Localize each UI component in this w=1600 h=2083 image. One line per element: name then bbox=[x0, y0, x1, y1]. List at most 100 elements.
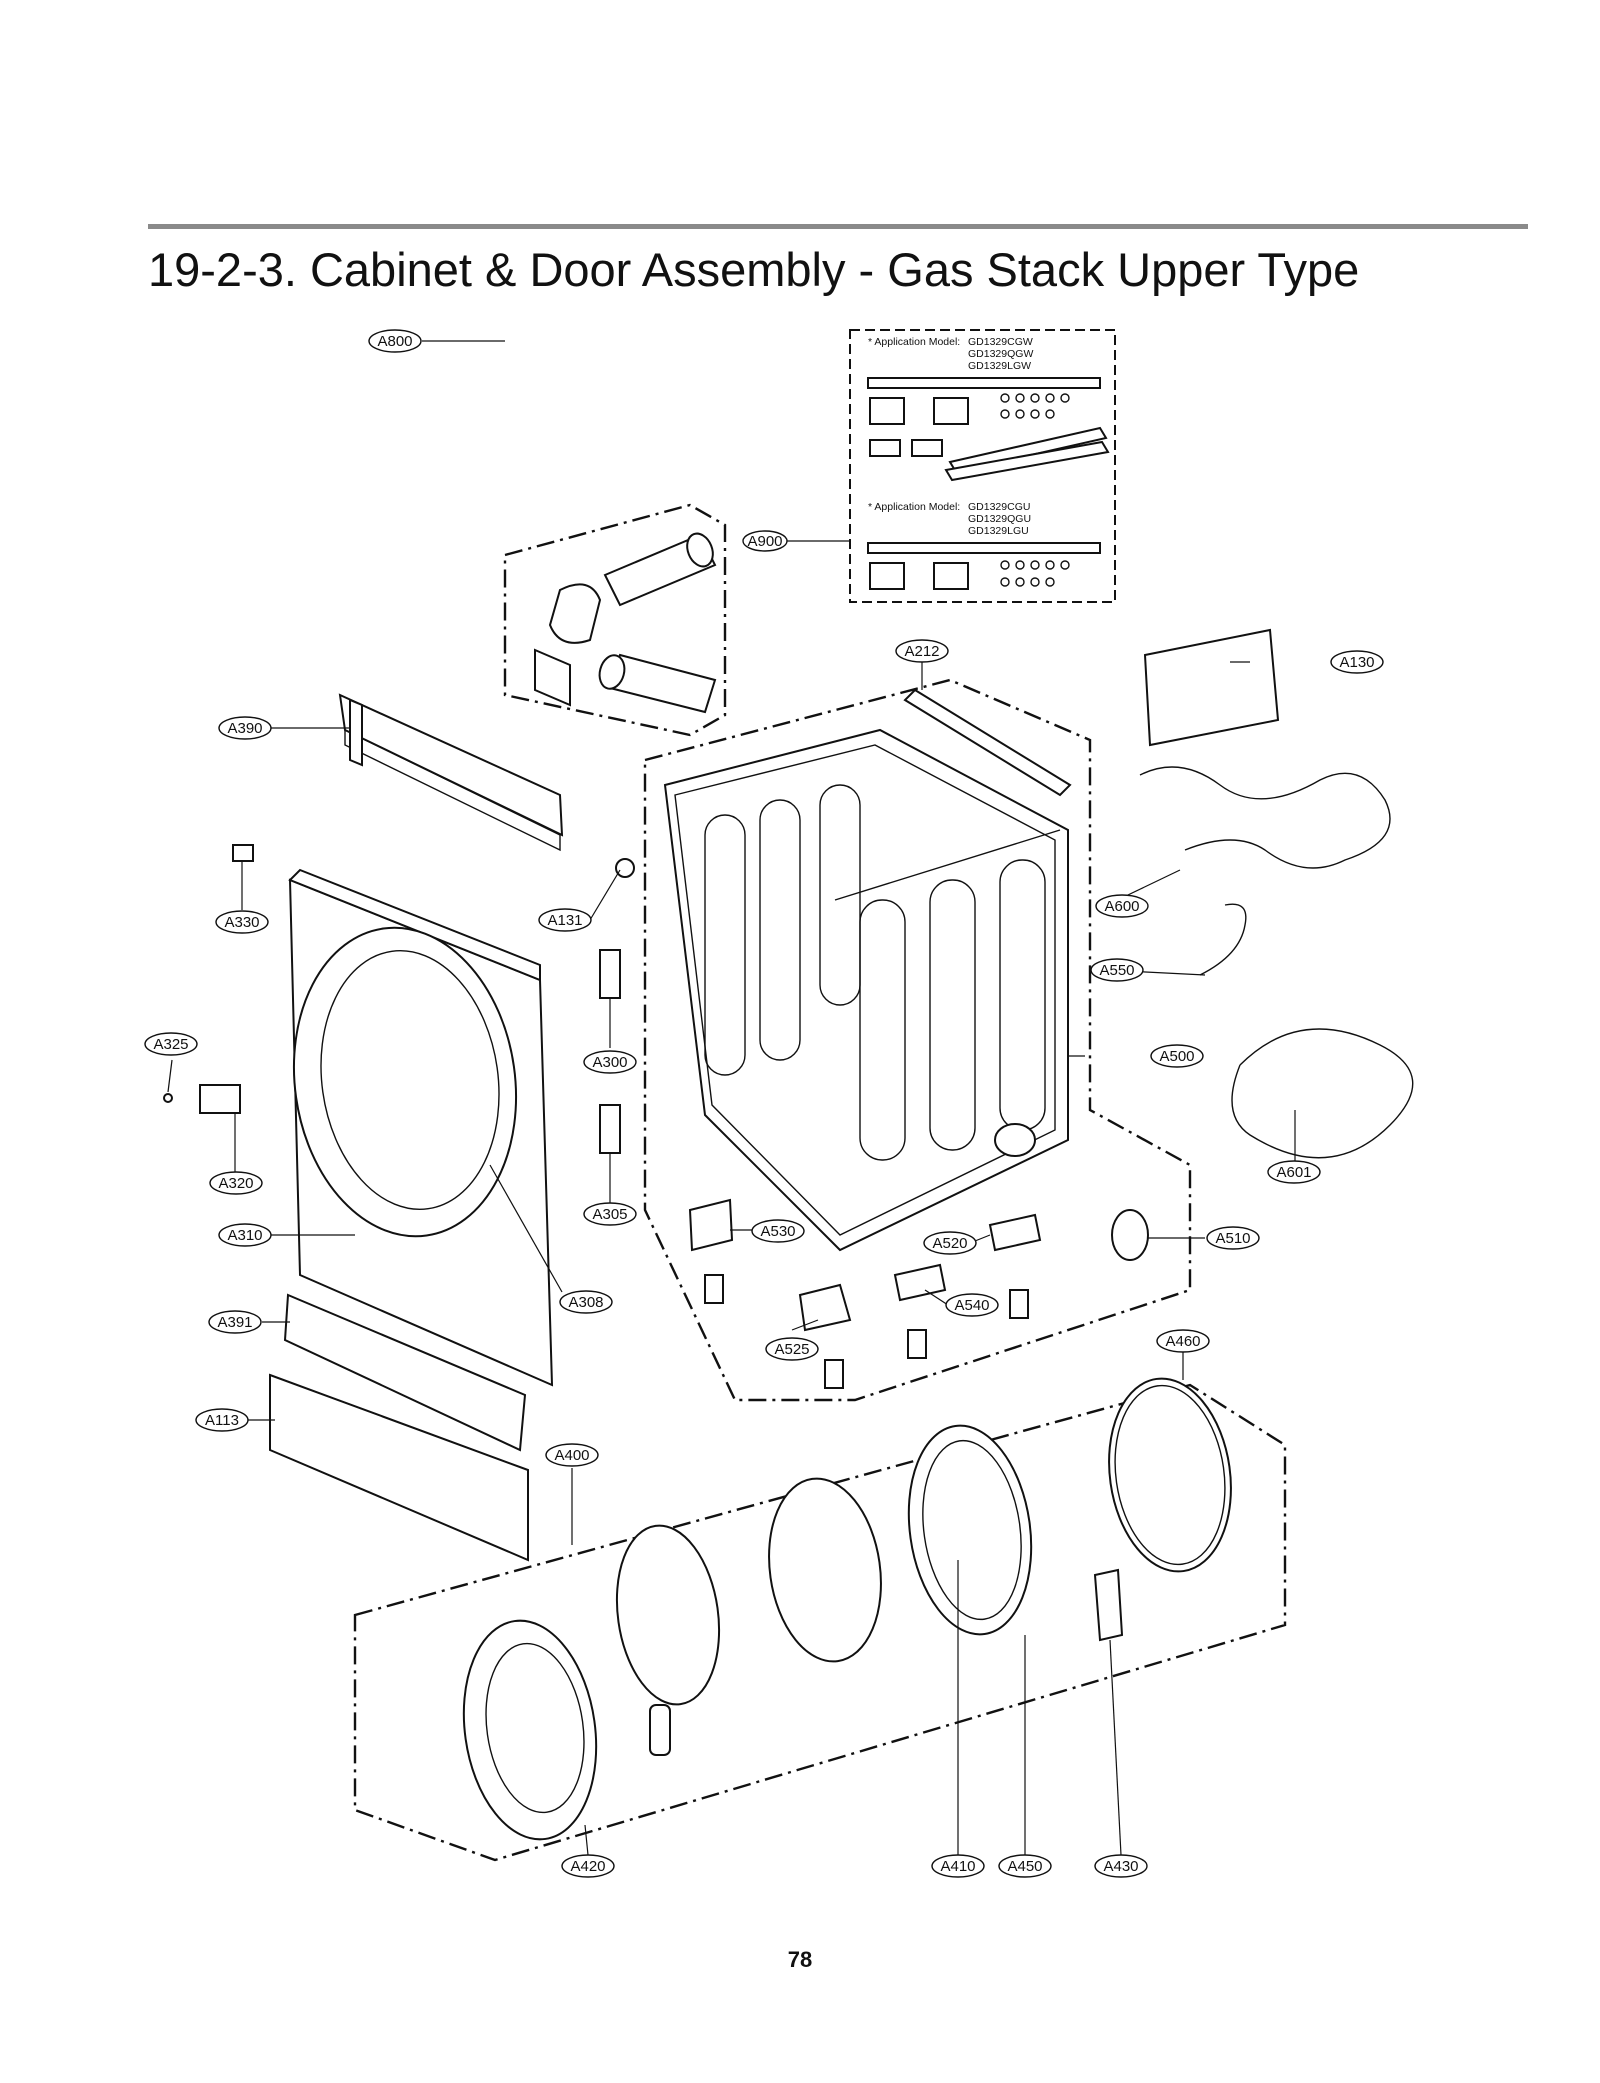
leveling-leg-4 bbox=[1009, 1289, 1029, 1319]
callout-A113[interactable]: A113 bbox=[195, 1408, 249, 1432]
screw-set bbox=[1000, 393, 1070, 419]
callout-A525[interactable]: A525 bbox=[765, 1337, 819, 1361]
callout-A900[interactable]: A900 bbox=[742, 530, 788, 552]
callout-A130[interactable]: A130 bbox=[1330, 650, 1384, 674]
duct-pipe-lower bbox=[608, 653, 717, 714]
gasket-a460 bbox=[1108, 1377, 1232, 1573]
svg-text:A305: A305 bbox=[592, 1206, 627, 1223]
inset-group1-model-2: GD1329QGW bbox=[968, 348, 1033, 360]
power-cord bbox=[1199, 903, 1247, 976]
cabinet-group-box bbox=[643, 678, 1192, 1402]
callout-A390[interactable]: A390 bbox=[218, 716, 272, 740]
callout-A540[interactable]: A540 bbox=[945, 1293, 999, 1317]
callout-A550[interactable]: A550 bbox=[1090, 958, 1144, 982]
clip-right bbox=[911, 439, 943, 457]
callout-A600[interactable]: A600 bbox=[1095, 894, 1149, 918]
svg-text:A310: A310 bbox=[227, 1227, 262, 1244]
svg-text:A500: A500 bbox=[1159, 1048, 1194, 1065]
callout-A320[interactable]: A320 bbox=[209, 1171, 263, 1195]
svg-text:A330: A330 bbox=[224, 914, 259, 931]
hinge-a300 bbox=[599, 949, 621, 999]
bracket-right-2 bbox=[933, 562, 969, 590]
svg-text:A308: A308 bbox=[568, 1294, 603, 1311]
leg-bracket-a525 bbox=[798, 1283, 852, 1332]
callout-A430[interactable]: A430 bbox=[1094, 1854, 1148, 1878]
callout-A601[interactable]: A601 bbox=[1267, 1160, 1321, 1184]
door-opening-outer bbox=[292, 926, 518, 1238]
exhaust-hole bbox=[994, 1123, 1036, 1157]
callout-A530[interactable]: A530 bbox=[751, 1219, 805, 1243]
svg-text:A540: A540 bbox=[954, 1297, 989, 1314]
callout-A212[interactable]: A212 bbox=[895, 639, 949, 663]
duct-kit-group-box bbox=[503, 503, 727, 737]
svg-text:A550: A550 bbox=[1099, 962, 1134, 979]
door-group-box bbox=[353, 1383, 1287, 1862]
callout-A308[interactable]: A308 bbox=[559, 1290, 613, 1314]
stacking-plate-lower bbox=[944, 440, 1110, 482]
top-rule bbox=[148, 224, 1528, 229]
callout-A420[interactable]: A420 bbox=[561, 1854, 615, 1878]
leveling-leg-3 bbox=[907, 1329, 927, 1359]
leader-lines bbox=[167, 340, 1296, 1856]
bracket-a540 bbox=[893, 1263, 947, 1302]
callout-A800[interactable]: A800 bbox=[368, 329, 422, 353]
callout-A325[interactable]: A325 bbox=[144, 1032, 198, 1056]
svg-text:A600: A600 bbox=[1104, 898, 1139, 915]
inset-group1-model-1: GD1329CGW bbox=[968, 336, 1033, 348]
bushing-a131 bbox=[615, 858, 635, 878]
duct-bracket bbox=[534, 648, 571, 707]
svg-text:A510: A510 bbox=[1215, 1230, 1250, 1247]
page-number: 78 bbox=[787, 1947, 813, 1972]
kick-plate bbox=[269, 1373, 529, 1562]
inset-group2-model-1: GD1329CGU bbox=[968, 501, 1030, 513]
stacking-rail-upper bbox=[867, 377, 1101, 389]
door-frame-a450 bbox=[907, 1424, 1033, 1636]
callout-A300[interactable]: A300 bbox=[583, 1050, 637, 1074]
callout-A391[interactable]: A391 bbox=[208, 1310, 262, 1334]
page-title: 19-2-3. Cabinet & Door Assembly - Gas St… bbox=[148, 243, 1360, 296]
svg-text:A420: A420 bbox=[570, 1858, 605, 1875]
bracket-a520 bbox=[988, 1213, 1042, 1252]
callout-A131[interactable]: A131 bbox=[538, 908, 592, 932]
callout-A460[interactable]: A460 bbox=[1156, 1329, 1210, 1353]
svg-text:A525: A525 bbox=[774, 1341, 809, 1358]
inset-group1-model-3: GD1329LGW bbox=[968, 360, 1031, 372]
callout-A510[interactable]: A510 bbox=[1206, 1226, 1260, 1250]
callout-A500[interactable]: A500 bbox=[1150, 1044, 1204, 1068]
leveling-leg-2 bbox=[824, 1359, 844, 1389]
svg-text:A113: A113 bbox=[205, 1412, 239, 1429]
screw-a325 bbox=[163, 1093, 173, 1103]
callout-A305[interactable]: A305 bbox=[583, 1202, 637, 1226]
svg-text:A460: A460 bbox=[1165, 1333, 1200, 1350]
duct-elbow bbox=[548, 583, 602, 644]
svg-text:A131: A131 bbox=[547, 912, 582, 929]
callout-A400[interactable]: A400 bbox=[545, 1443, 599, 1467]
svg-text:A390: A390 bbox=[227, 720, 262, 737]
bracket-left bbox=[869, 397, 905, 425]
callout-A450[interactable]: A450 bbox=[998, 1854, 1052, 1878]
svg-text:A520: A520 bbox=[932, 1235, 967, 1252]
callout-A520[interactable]: A520 bbox=[923, 1231, 977, 1255]
main-harness bbox=[1139, 766, 1391, 869]
stacking-kit-inset: * Application Model: GD1329CGW GD1329QGW… bbox=[867, 336, 1110, 590]
control-frame-end bbox=[349, 698, 363, 767]
bracket-left-2 bbox=[869, 562, 905, 590]
bracket-right bbox=[933, 397, 969, 425]
svg-text:A391: A391 bbox=[217, 1314, 252, 1331]
svg-text:A320: A320 bbox=[218, 1175, 253, 1192]
callout-A330[interactable]: A330 bbox=[215, 910, 269, 934]
callout-A410[interactable]: A410 bbox=[931, 1854, 985, 1878]
lower-frame bbox=[283, 1293, 527, 1452]
svg-text:A400: A400 bbox=[554, 1447, 589, 1464]
leg-bracket-a530 bbox=[688, 1198, 734, 1252]
bracket-a320 bbox=[199, 1084, 241, 1114]
svg-text:A300: A300 bbox=[592, 1054, 627, 1071]
screw-set-2 bbox=[1000, 560, 1070, 587]
callout-A310[interactable]: A310 bbox=[218, 1223, 272, 1247]
door-handle bbox=[649, 1704, 671, 1756]
front-panel-top bbox=[288, 868, 541, 982]
inset-group1-label: * Application Model: bbox=[868, 336, 960, 348]
cabinet bbox=[663, 728, 1069, 1252]
control-frame bbox=[338, 693, 564, 837]
inset-group2-label: * Application Model: bbox=[868, 501, 960, 513]
